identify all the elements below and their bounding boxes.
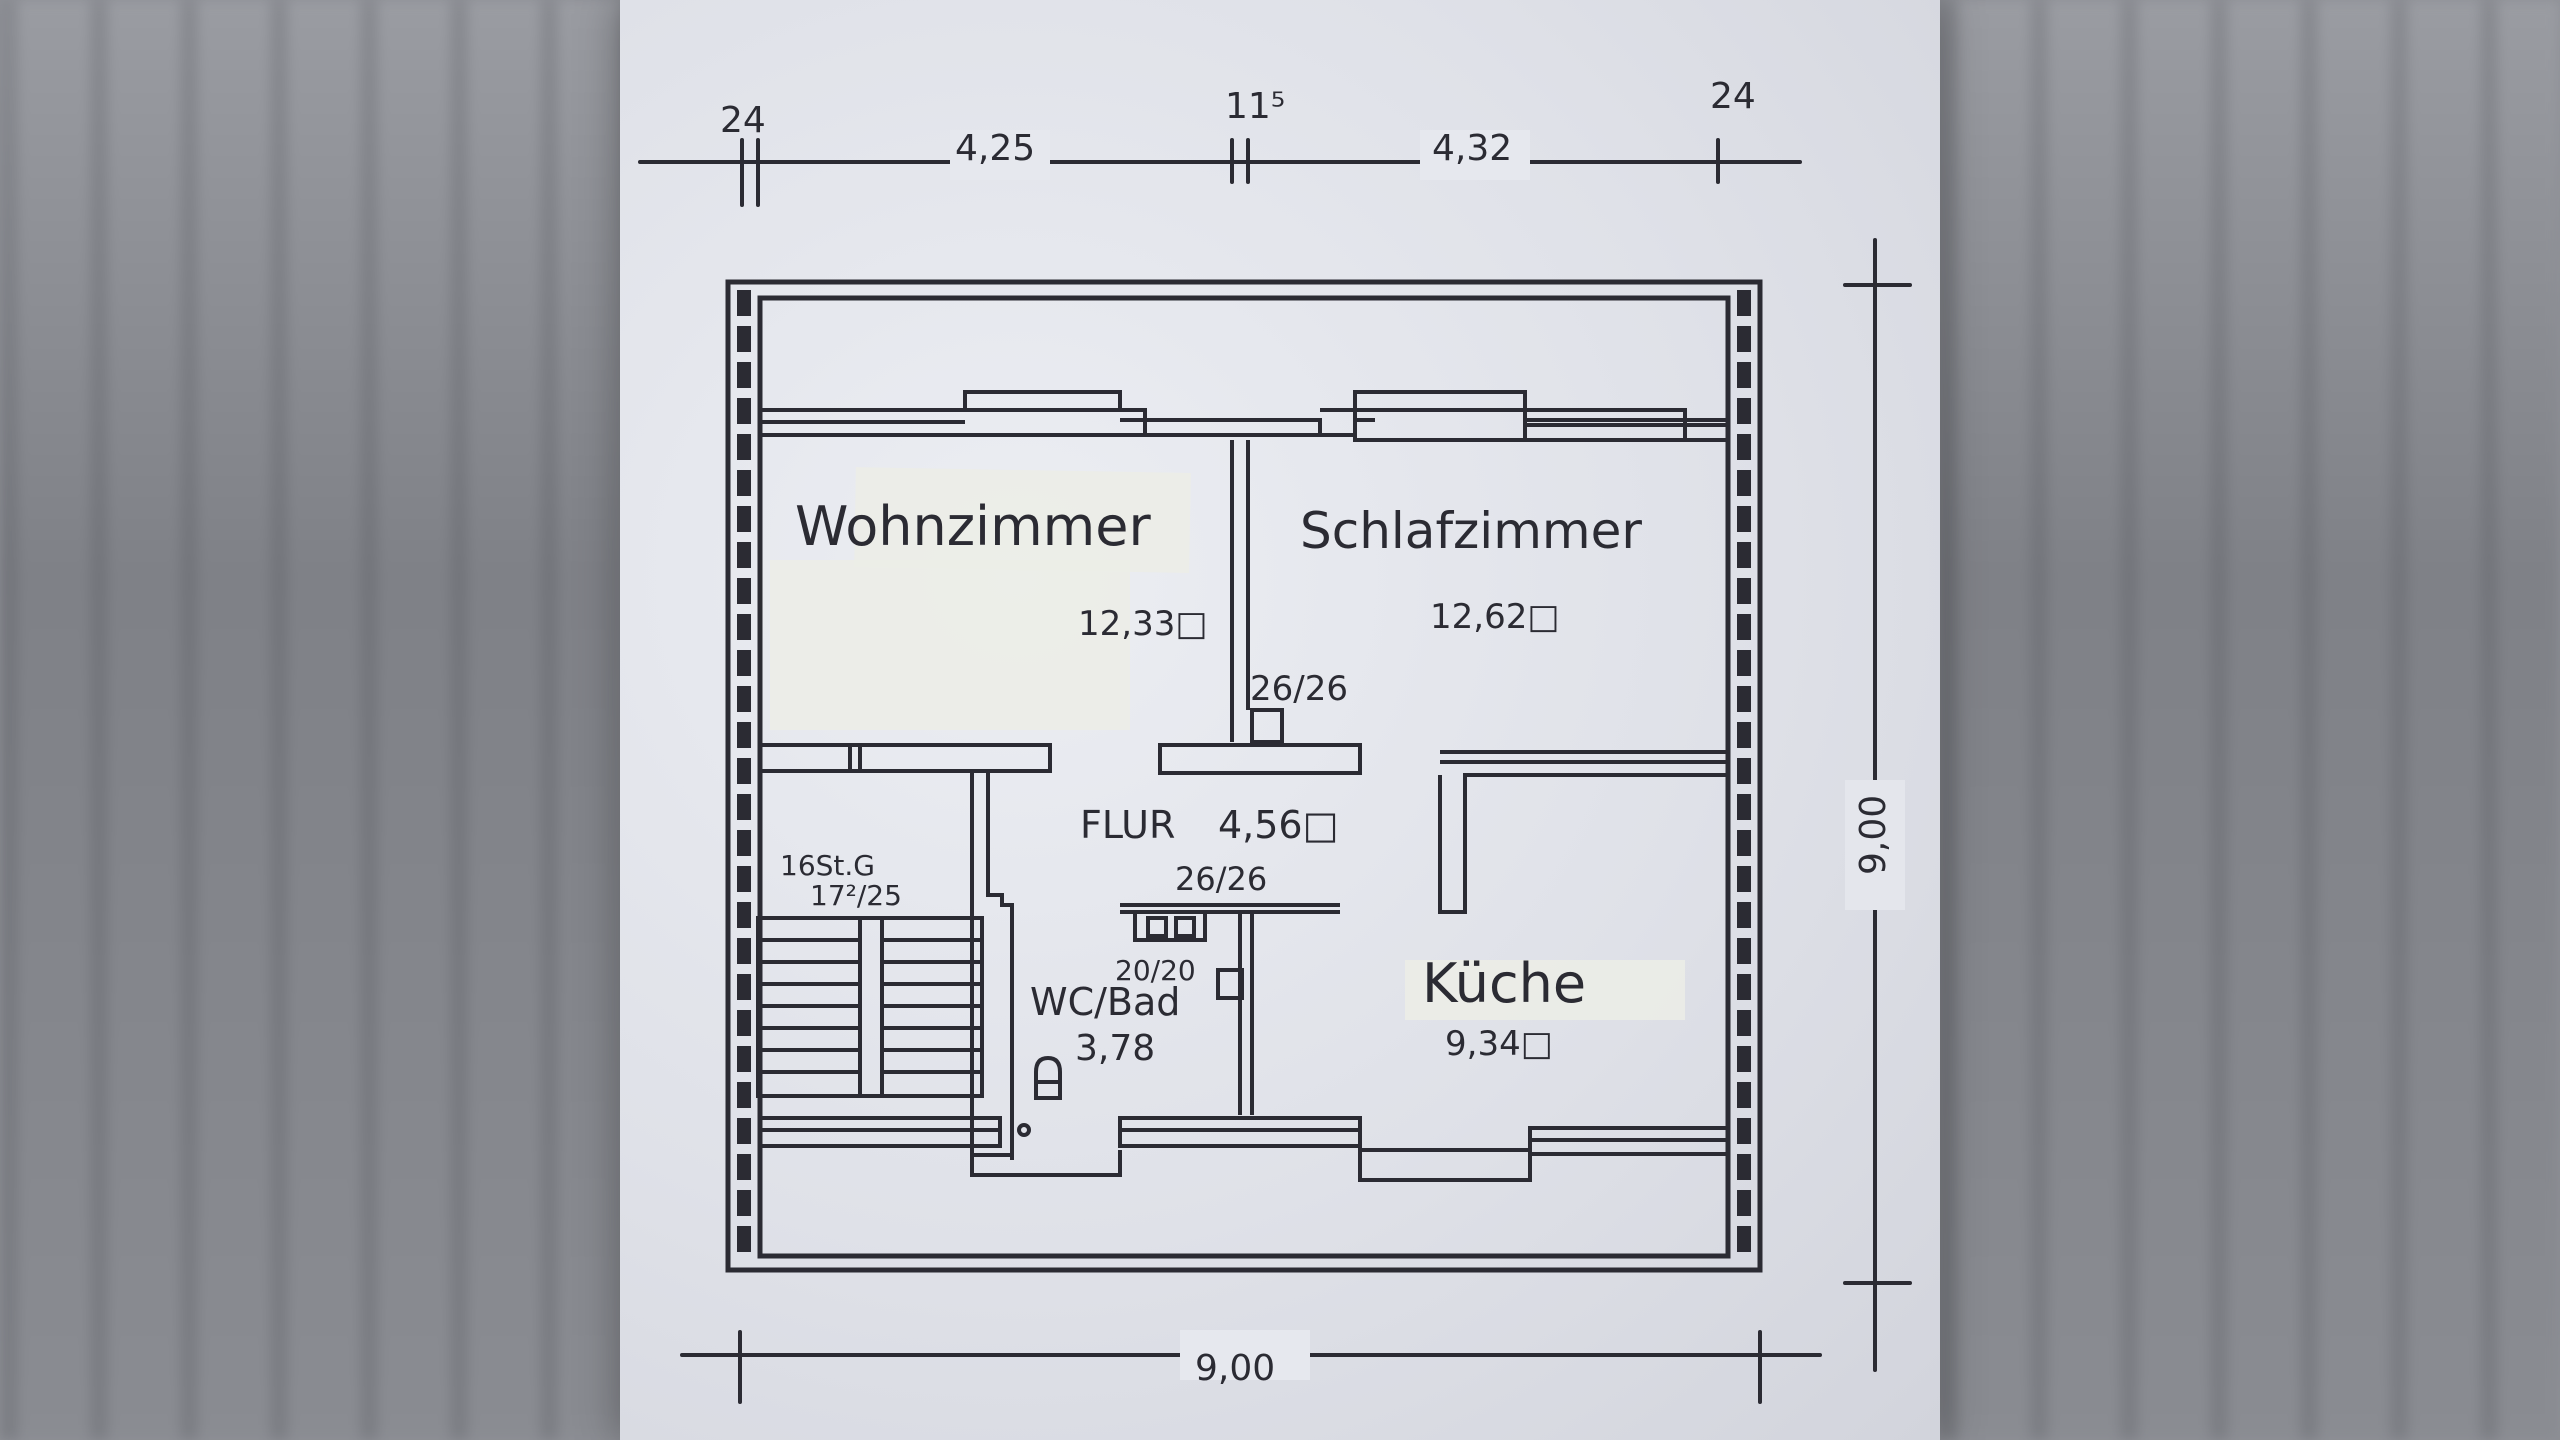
outer-wall-outside [725, 279, 1763, 1273]
chimney-26-26-top [1250, 708, 1284, 744]
blurred-background-left [0, 0, 620, 1440]
floor-plan-paper: 24 4,25 11⁵ 4,32 24 9,00 9,00 Wohnzimmer… [620, 0, 1940, 1440]
bath-fixture [1216, 968, 1244, 1000]
blurred-background-right [1940, 0, 2560, 1440]
chimney-20-20 [1133, 910, 1207, 942]
floor-plan-drawing [638, 130, 1912, 1404]
wc-symbol [1017, 1055, 1062, 1137]
upper-wall-left [758, 390, 1147, 437]
stairs [756, 916, 984, 1098]
